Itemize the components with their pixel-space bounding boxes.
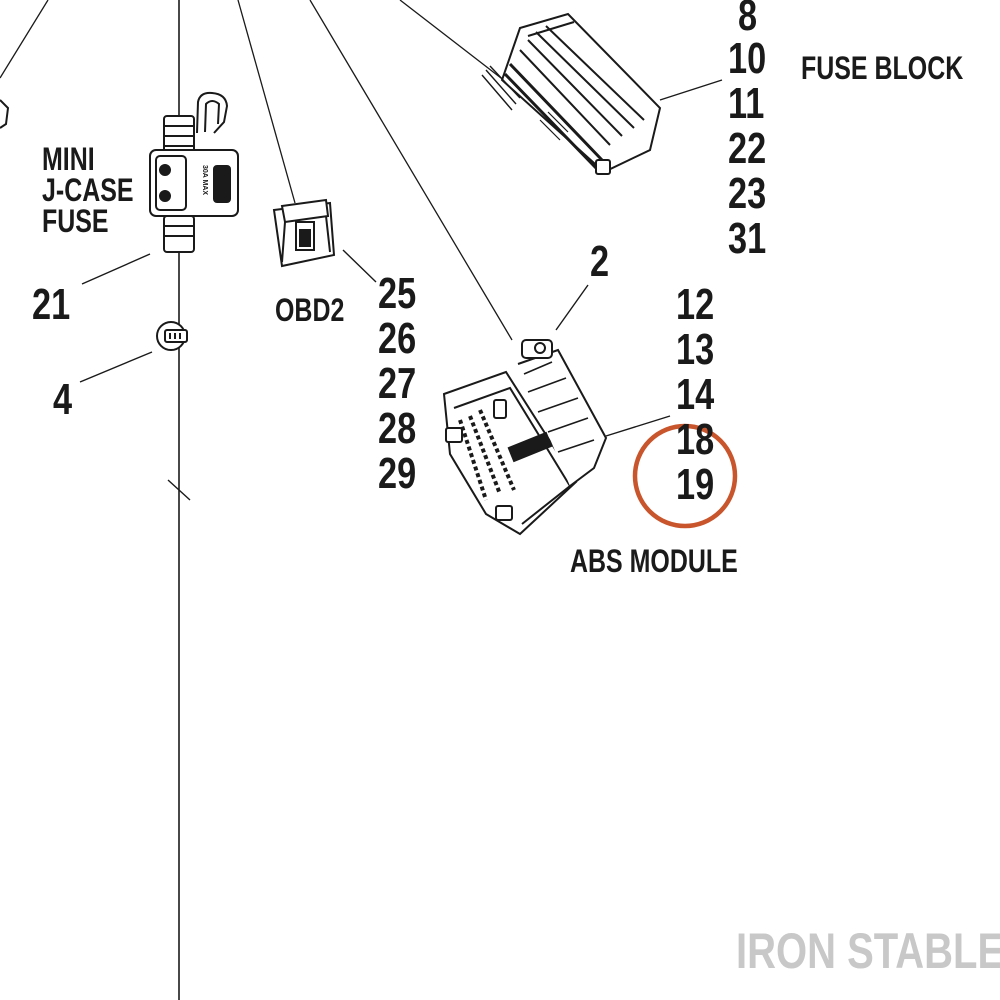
callout-4: 4: [53, 375, 73, 424]
fuse-block-callout-list-2: 10 11 22 23 31: [728, 37, 777, 262]
abs-callout-item-highlighted: 19: [676, 460, 715, 509]
fuse-block: [481, 12, 662, 175]
mini-jcase-line-2: J-CASE: [42, 172, 134, 208]
obd2-callout-item: 27: [378, 359, 417, 408]
fuse-block-callout-item: 11: [728, 79, 765, 128]
callout-21: 21: [32, 280, 71, 329]
obd2-callout-list: 25 26 27 28 29: [378, 272, 427, 497]
fuse-block-callout-item: 22: [728, 124, 767, 173]
fuse-rating-marking: 30A MAX: [201, 165, 208, 195]
wire-to-fuse-block: [399, 0, 511, 86]
abs-callout-list: 12 13 14 18 19: [676, 283, 725, 508]
highlight-circle: [632, 423, 738, 529]
obd2-callout-item: 26: [378, 314, 417, 363]
wire-top-left: [0, 0, 49, 79]
obd2-connector: [272, 198, 336, 268]
fuse-block-label: FUSE BLOCK: [801, 50, 964, 86]
fuse-block-callout-item: 10: [728, 34, 767, 83]
mini-jcase-line-3: FUSE: [42, 203, 109, 239]
leader-2: [555, 284, 589, 331]
watermark: IRON STABLE: [736, 923, 1000, 979]
leader-fuse-block: [659, 79, 723, 101]
mini-jcase-fuse-label: MINI J-CASE FUSE: [42, 141, 159, 239]
fuse-block-callout-item: 23: [728, 169, 767, 218]
abs-module-label: ABS MODULE: [570, 543, 738, 579]
partial-connector-left: [0, 99, 10, 129]
wire-to-abs: [309, 0, 513, 341]
mini-jcase-fuse-holder: [149, 91, 239, 253]
obd2-callout-item: 28: [378, 404, 417, 453]
fuse-block-callout-item: 31: [728, 214, 767, 263]
leader-abs: [605, 415, 671, 437]
ring-terminal: [156, 321, 188, 351]
obd2-label: OBD2: [275, 292, 345, 328]
leader-obd2: [342, 249, 377, 283]
abs-callout-item: 12: [676, 280, 715, 329]
obd2-callout-item: 25: [378, 269, 417, 318]
harness-break-mark: [167, 479, 191, 501]
abs-callout-item: 18: [676, 415, 715, 464]
callout-2: 2: [590, 237, 610, 286]
wire-to-obd2: [237, 0, 296, 204]
fuse-block-callout-list: 8: [738, 0, 762, 39]
mini-jcase-line-1: MINI: [42, 141, 95, 177]
leader-21: [81, 253, 151, 285]
abs-callout-item: 14: [676, 370, 715, 419]
abs-module: [442, 339, 608, 536]
fuse-block-callout-item: 8: [738, 0, 758, 40]
leader-4: [79, 351, 153, 383]
abs-callout-item: 13: [676, 325, 715, 374]
obd2-callout-item: 29: [378, 449, 417, 498]
